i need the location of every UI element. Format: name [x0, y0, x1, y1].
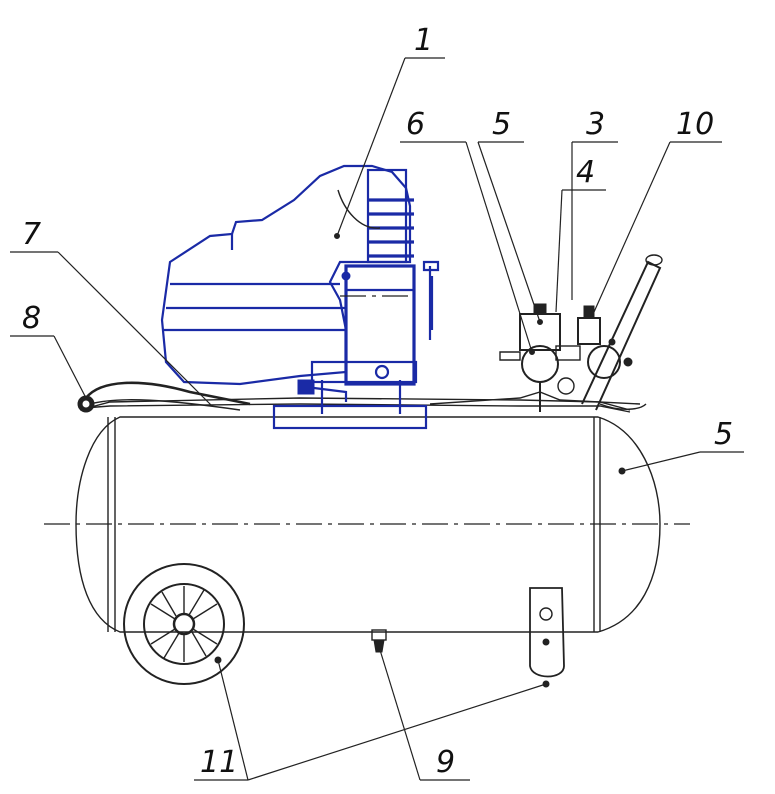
regulator-body: [577, 317, 601, 345]
callout-4: 4: [576, 155, 595, 190]
drain-valve-tip: [373, 639, 385, 653]
pressure-gauge-tank: [521, 345, 559, 383]
leader-5b: [621, 451, 701, 472]
regulator-knob: [583, 305, 595, 319]
crankcase-bolt: [341, 271, 351, 281]
leader-7: [57, 251, 213, 407]
valve-manifold: [429, 303, 641, 412]
callout-7: 7: [22, 217, 41, 252]
wheel: [123, 563, 245, 685]
callout-6: 6: [406, 107, 425, 142]
motor-foot: [310, 360, 418, 384]
wheel-rim: [143, 583, 225, 665]
callout-8: 8: [22, 301, 41, 336]
fan-shroud: [160, 164, 412, 386]
discharge-tube-loop: [599, 403, 647, 410]
callout-5-right: 5: [714, 417, 733, 452]
leader-11a: [217, 659, 249, 781]
callout-1: 1: [414, 23, 433, 58]
shroud-detail-line: [337, 189, 381, 229]
compressor-unit: [160, 164, 440, 402]
power-lead: [313, 386, 348, 402]
leader-1: [336, 57, 406, 237]
callout-10: 10: [676, 107, 714, 142]
manifold-pipe: [429, 391, 641, 405]
rubber-foot: [529, 587, 565, 678]
leader-11b: [247, 683, 547, 781]
cylinder-head: [366, 168, 408, 264]
handle-assembly: [77, 381, 251, 413]
manifold-tee: [555, 345, 581, 361]
callout-9: 9: [436, 745, 455, 780]
callout-11: 11: [200, 745, 238, 780]
handle-grip-hole: [82, 400, 90, 408]
motor-foot-bolt: [374, 364, 390, 380]
breather-stick: [422, 260, 440, 340]
handle-hose: [84, 381, 251, 406]
tank-outline: [75, 416, 661, 633]
discharge-tube: [581, 254, 663, 411]
callout-3: 3: [586, 107, 605, 142]
crankcase: [344, 264, 416, 386]
safety-valve: [557, 377, 575, 395]
leader-8: [53, 335, 87, 399]
leader-4: [555, 189, 563, 313]
callout-leaders: [10, 57, 744, 781]
wheel-spokes: [150, 586, 218, 662]
discharge-tube-cap: [645, 254, 663, 266]
receiver-tank: [44, 416, 690, 633]
callout-5-top: 5: [492, 107, 511, 142]
mounting-rail: [79, 397, 631, 411]
discharge-tube-body: [581, 260, 662, 411]
leader-9: [379, 649, 421, 781]
callout-numbers: 1 6 5 3 4 10 7 8 5 11 9: [22, 23, 733, 780]
terminal-block: [297, 379, 315, 395]
leader-5a: [477, 141, 541, 323]
foot-marker-dot: [542, 638, 550, 646]
leader-10: [593, 141, 671, 313]
foot-bolt: [539, 607, 553, 621]
handle-hose-lower: [89, 399, 241, 411]
pressure-gauge-outlet: [587, 345, 621, 379]
base-mounting: [79, 380, 631, 430]
drain-and-foot: [371, 587, 565, 688]
base-plate: [272, 404, 428, 430]
cylinder-head-fins: [366, 168, 414, 264]
outlet-coupling: [623, 357, 633, 367]
wheel-tyre: [123, 563, 245, 685]
wheel-hub: [172, 612, 196, 636]
leader-6: [465, 141, 533, 353]
pressure-switch-cap: [533, 303, 547, 315]
nipple-6: [499, 351, 521, 361]
